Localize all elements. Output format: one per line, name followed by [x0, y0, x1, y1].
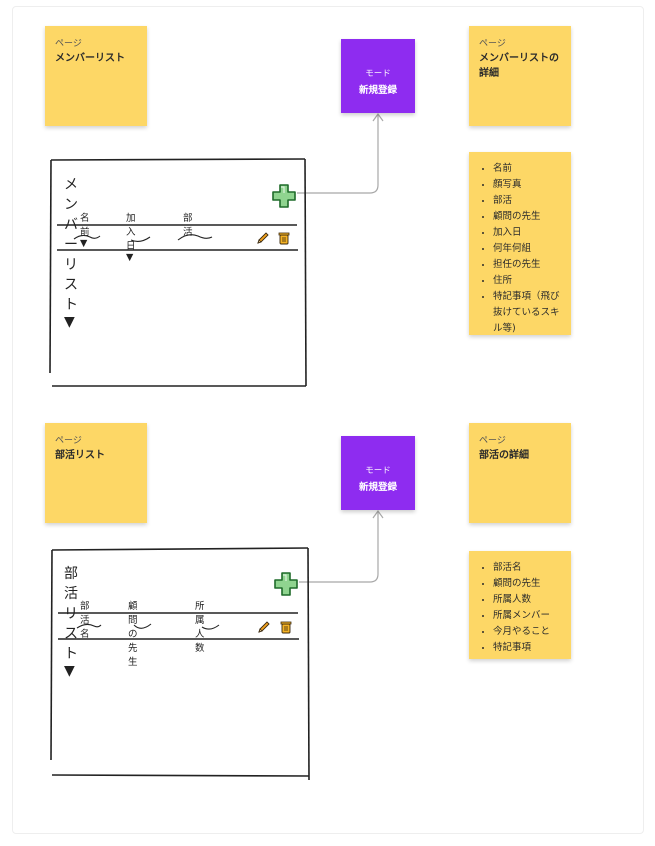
page-note-label: ページ: [55, 39, 82, 49]
club-list-frame-outline: [50, 547, 310, 781]
detail-note-member-list[interactable]: ページ メンバーリストの詳細: [469, 26, 571, 126]
mode-value: 新規登録: [358, 482, 397, 493]
trash-icon[interactable]: [280, 620, 292, 634]
field-item: 特記事項: [493, 640, 561, 656]
fields-note-club[interactable]: 部活名 顧問の先生 所属人数 所属メンバー 今月やること 特記事項: [469, 551, 571, 659]
column-header-name: 名前 ▼: [80, 213, 90, 249]
field-item: 住所: [493, 273, 561, 289]
mode-new-register-button-1[interactable]: モード 新規登録: [341, 39, 415, 113]
plus-icon[interactable]: [273, 571, 299, 597]
field-item: 部活名: [493, 560, 561, 576]
pencil-icon[interactable]: [257, 620, 271, 634]
page-note-title: 部活リスト: [55, 450, 105, 461]
mode-value: 新規登録: [358, 85, 397, 96]
detail-note-title: メンバーリストの詳細: [479, 53, 559, 79]
page-note-title: メンバーリスト: [55, 53, 125, 64]
mockup-title: 部活リスト▼: [64, 566, 78, 679]
mockup-title: メンバーリスト▼: [64, 177, 78, 330]
member-list-frame-outline: [49, 158, 307, 387]
page-note-label: ページ: [55, 436, 82, 446]
whiteboard-canvas: [12, 6, 644, 834]
column-header-advisor: 顧問の先生: [128, 601, 138, 668]
trash-icon[interactable]: [278, 231, 290, 245]
fields-note-member[interactable]: 名前 顔写真 部活 顧問の先生 加入日 何年何組 担任の先生 住所 特記事項（飛…: [469, 152, 571, 335]
page-note-club-list[interactable]: ページ 部活リスト: [45, 423, 147, 523]
field-item: 所属人数: [493, 592, 561, 608]
field-item: 顔写真: [493, 177, 561, 193]
field-item: 担任の先生: [493, 257, 561, 273]
arrowhead-1: [372, 112, 384, 122]
mode-label: モード: [365, 69, 391, 79]
arrowhead-2: [372, 509, 384, 519]
mode-label: モード: [365, 466, 391, 476]
column-header-club: 部活: [183, 213, 193, 238]
column-header-member-count: 所属人数: [195, 601, 205, 654]
plus-icon[interactable]: [271, 183, 297, 209]
connector-arrow-1: [297, 115, 379, 194]
field-item: 顧問の先生: [493, 209, 561, 225]
pencil-icon[interactable]: [256, 231, 270, 245]
field-item: 顧問の先生: [493, 576, 561, 592]
column-header-joined: 加入日 ▼: [126, 213, 136, 263]
member-field-list: 名前 顔写真 部活 顧問の先生 加入日 何年何組 担任の先生 住所 特記事項（飛…: [479, 161, 561, 337]
mode-new-register-button-2[interactable]: モード 新規登録: [341, 436, 415, 510]
member-list-row-squiggles: [73, 234, 213, 243]
column-header-club-name: 部活名: [80, 601, 90, 640]
detail-note-label: ページ: [479, 39, 506, 49]
club-list-row-squiggles: [76, 623, 220, 630]
field-item: 部活: [493, 193, 561, 209]
page-note-member-list[interactable]: ページ メンバーリスト: [45, 26, 147, 126]
field-item: 特記事項（飛び抜けているスキル等): [493, 289, 561, 337]
club-field-list: 部活名 顧問の先生 所属人数 所属メンバー 今月やること 特記事項: [479, 560, 561, 656]
field-item: 加入日: [493, 225, 561, 241]
field-item: 所属メンバー: [493, 608, 561, 624]
field-item: 名前: [493, 161, 561, 177]
field-item: 今月やること: [493, 624, 561, 640]
detail-note-label: ページ: [479, 436, 506, 446]
detail-note-title: 部活の詳細: [479, 450, 529, 461]
detail-note-club[interactable]: ページ 部活の詳細: [469, 423, 571, 523]
field-item: 何年何組: [493, 241, 561, 257]
connector-arrow-2: [299, 512, 379, 583]
